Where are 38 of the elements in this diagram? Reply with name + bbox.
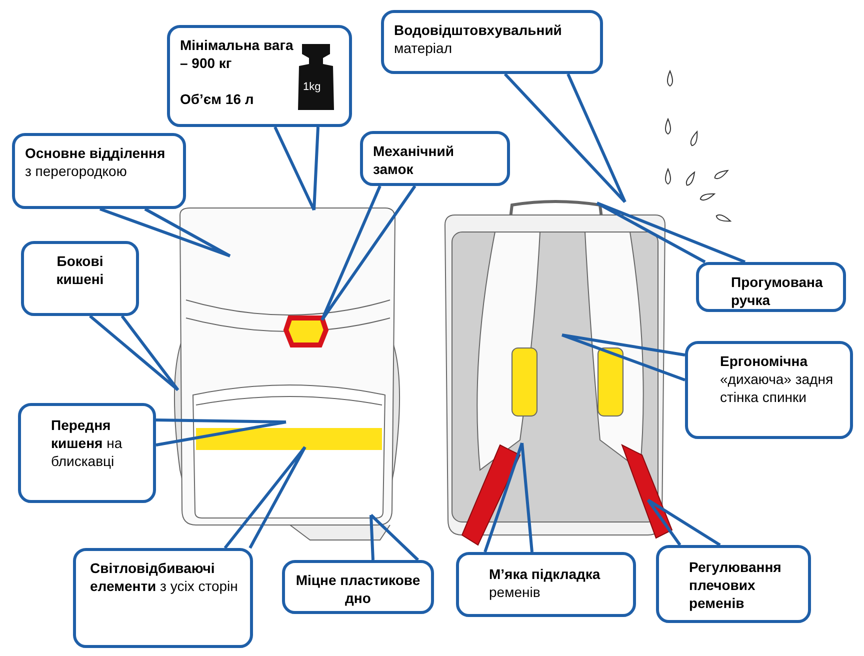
callout-box <box>12 133 186 209</box>
callout-box <box>381 10 603 74</box>
callout-text: Світловідбиваючі елементи з усіх сторін <box>90 559 239 596</box>
callout-text: Міцне пластикове дно <box>295 571 421 608</box>
callout-pointer <box>596 202 746 264</box>
callout-text: Механічний замок <box>373 142 455 178</box>
callout-box <box>685 341 853 439</box>
callout-pointer <box>224 446 306 550</box>
callout-text: Мінімальна вага – 900 кг <box>180 36 294 72</box>
callout-pointer <box>646 498 722 546</box>
callout-pointer <box>504 72 626 204</box>
callout-pointer <box>98 208 232 258</box>
callout-pointer <box>154 418 288 446</box>
weight-label: 1kg <box>303 80 321 94</box>
callout-box <box>73 548 253 648</box>
callout-pointer <box>484 442 534 554</box>
callout-box <box>282 560 434 614</box>
callout-text: Передня кишеня на блискавці <box>51 416 124 471</box>
callout-box <box>21 241 139 316</box>
callout-text: Прогумована ручка <box>731 273 824 310</box>
callout-text: Бокові кишені <box>55 252 105 288</box>
callout-pointer <box>320 184 416 322</box>
callout-box <box>360 131 510 186</box>
callout-box <box>696 262 846 312</box>
callout-text: Регулювання плечових ременів <box>689 558 782 613</box>
callout-pointer <box>370 514 420 562</box>
callout-pointer <box>560 334 686 382</box>
callout-text: Основне відділення з перегородкою <box>25 144 166 180</box>
callout-text: М’яка підкладка ременів <box>489 565 602 602</box>
callout-box <box>18 403 156 503</box>
callout-pointer <box>274 126 320 212</box>
callout-box <box>456 552 636 617</box>
callout-box <box>656 545 811 623</box>
callout-text: Водовідштовхувальний матеріал <box>394 21 563 58</box>
callout-text: Ергономічна «дихаюча» задня стінка спинки <box>720 352 834 407</box>
callout-box <box>167 25 352 127</box>
callout-pointer <box>88 314 180 392</box>
callout-text: Об’єм 16 л <box>180 90 255 108</box>
